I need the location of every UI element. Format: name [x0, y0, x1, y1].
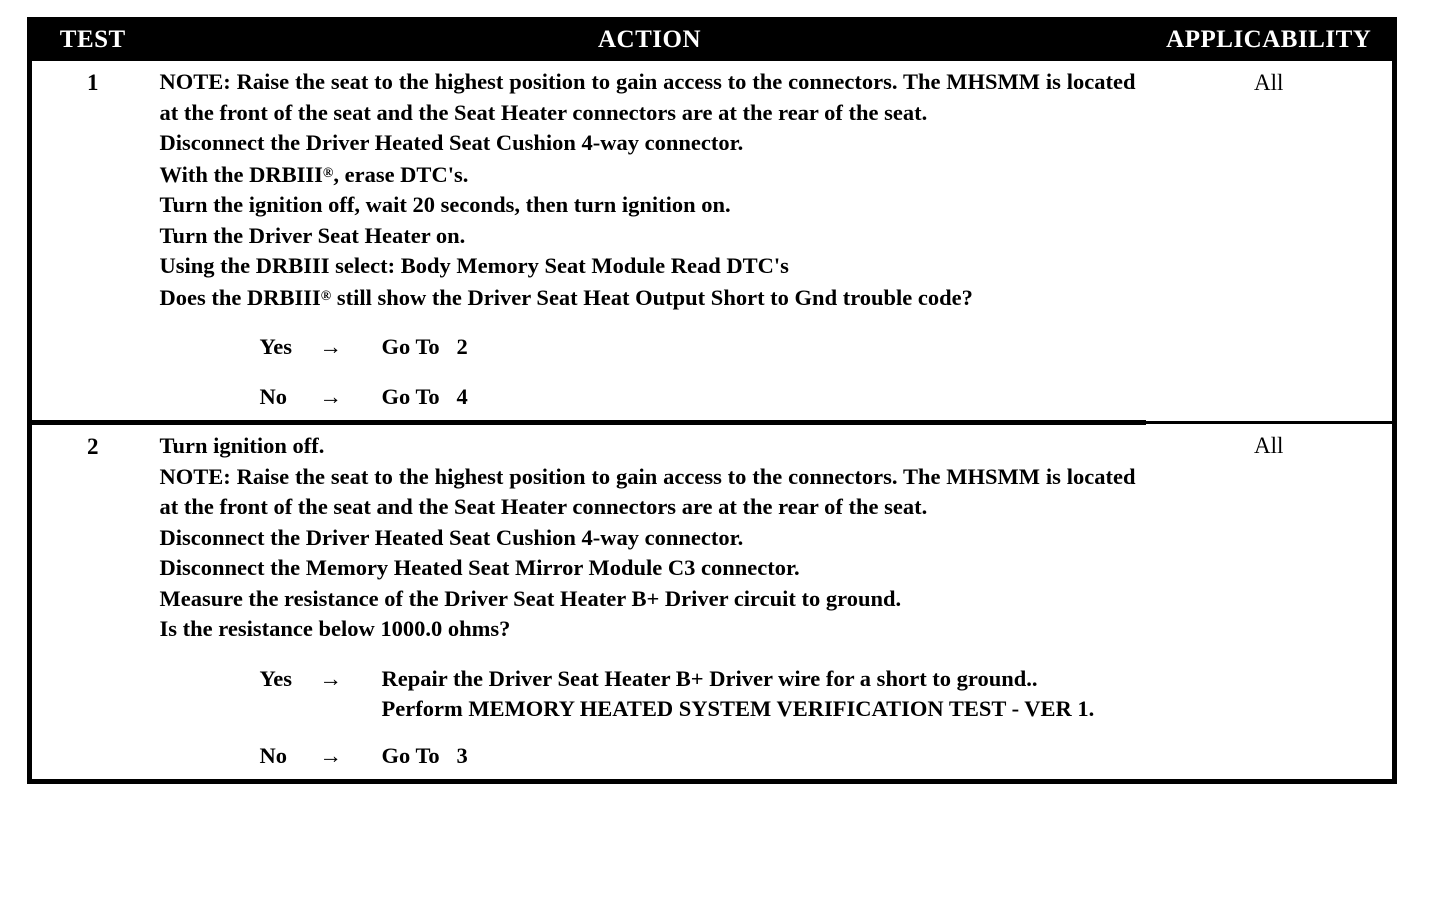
table-body: 1 NOTE: Raise the seat to the highest po… — [29, 61, 1395, 782]
branch-instruction-line: Perform MEMORY HEATED SYSTEM VERIFICATIO… — [381, 696, 1095, 721]
column-header-action: ACTION — [153, 19, 1146, 61]
applicability-value: All — [1145, 61, 1395, 423]
action-line: NOTE: Raise the seat to the highest posi… — [159, 69, 1142, 125]
branch-body: Go To 3 — [382, 741, 1136, 772]
diagnostic-test-table: TEST ACTION APPLICABILITY 1 NOTE: Raise … — [27, 17, 1397, 784]
branch-yes: Yes → Go To 2 — [160, 332, 1136, 363]
applicability-value: All — [1145, 421, 1395, 782]
column-header-applicability: APPLICABILITY — [1145, 19, 1395, 61]
branch-yes: Yes → Repair the Driver Seat Heater B+ D… — [160, 664, 1136, 725]
arrow-right-icon: → — [319, 665, 343, 691]
action-line: Disconnect the Driver Heated Seat Cushio… — [159, 130, 744, 155]
action-line: Turn the Driver Seat Heater on. — [159, 222, 466, 248]
branch-body: Go To 4 — [382, 382, 1136, 413]
action-line: Disconnect the Memory Heated Seat Mirror… — [159, 555, 800, 580]
branch-body: Repair the Driver Seat Heater B+ Driver … — [382, 664, 1136, 725]
test-number: 2 — [29, 420, 154, 782]
header-row: TEST ACTION APPLICABILITY — [29, 19, 1395, 61]
arrow-right-icon: → — [319, 383, 343, 409]
test-number: 1 — [29, 61, 154, 423]
table-row: 1 NOTE: Raise the seat to the highest po… — [29, 61, 1395, 423]
branch-no: No → Go To 3 — [160, 741, 1136, 772]
arrow-right-icon: → — [319, 742, 343, 768]
action-line: NOTE: Raise the seat to the highest posi… — [159, 463, 1142, 520]
action-line: Is the resistance below 1000.0 ohms? — [159, 616, 511, 641]
arrow-right-icon: → — [319, 334, 343, 359]
action-line: Does the DRBIII® still show the Driver S… — [159, 284, 973, 310]
branch-answer-label: No — [259, 742, 288, 768]
branch-body: Go To 2 — [382, 332, 1136, 363]
branch-answer-label: Yes — [259, 665, 293, 691]
action-line: Turn ignition off. — [159, 433, 325, 458]
action-line: Disconnect the Driver Heated Seat Cushio… — [159, 524, 744, 550]
test-action-cell: NOTE: Raise the seat to the highest posi… — [153, 61, 1146, 423]
branch-answer-label: No — [259, 383, 288, 409]
column-header-test: TEST — [29, 19, 154, 61]
branch-goto-line: Go To 3 — [381, 742, 468, 768]
branch-goto-line: Go To 2 — [381, 334, 468, 359]
action-line: Using the DRBIII select: Body Memory Sea… — [159, 253, 789, 278]
branch-answer-label: Yes — [259, 334, 293, 359]
action-line: Turn the ignition off, wait 20 seconds, … — [159, 192, 731, 217]
table-row: 2 Turn ignition off. NOTE: Raise the sea… — [29, 420, 1395, 782]
branch-no: No → Go To 4 — [160, 382, 1136, 413]
action-line: With the DRBIII®, erase DTC's. — [159, 161, 469, 187]
test-action-cell: Turn ignition off. NOTE: Raise the seat … — [153, 420, 1146, 782]
branch-goto-line: Go To 4 — [381, 383, 468, 409]
action-line: Measure the resistance of the Driver Sea… — [159, 585, 902, 611]
table-header: TEST ACTION APPLICABILITY — [29, 19, 1395, 61]
branch-instruction-line: Repair the Driver Seat Heater B+ Driver … — [381, 665, 1038, 691]
